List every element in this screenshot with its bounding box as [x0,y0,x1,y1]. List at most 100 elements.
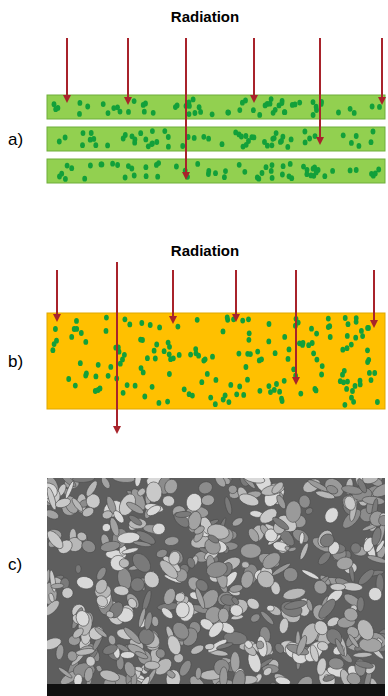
particle [307,136,312,142]
grain [298,542,310,560]
grain [311,578,329,597]
grain [355,659,375,669]
radiation-title: Radiation [171,242,239,259]
particle [187,111,192,117]
particle [174,164,179,170]
particle [248,351,253,357]
particle [366,325,371,331]
grain [197,480,214,496]
particle [195,161,200,167]
particle [336,110,341,116]
radiation-arrow [253,38,255,99]
particle [57,174,62,180]
grain [357,597,365,612]
particle [354,319,359,325]
grain [113,585,129,596]
grain [356,567,376,587]
particle [365,325,370,331]
particle [123,316,128,322]
particle [313,133,318,139]
particle [132,173,137,179]
grain [218,608,229,623]
grain [241,478,265,485]
particle [311,350,316,356]
grain [48,592,55,602]
particle [352,110,357,116]
particle [150,141,155,147]
particle [166,134,171,140]
grain [316,550,332,567]
particle [138,130,143,136]
grain [66,650,78,663]
particle [243,98,248,104]
particle [83,339,88,345]
particle [188,352,193,358]
particle [286,356,291,362]
particle [241,392,246,398]
particle [104,315,109,321]
grain [144,661,160,670]
particle [282,109,287,115]
particle [251,107,256,113]
grain [127,513,143,527]
particle [193,346,198,352]
grain [241,561,249,568]
grain [316,640,329,652]
grain [207,533,220,544]
particle [370,104,375,110]
particle [237,351,242,357]
particle [69,165,74,171]
grain [240,543,261,558]
grain [213,478,228,489]
particle [122,352,127,358]
particle [252,135,257,141]
grain [223,496,233,515]
grain [101,642,119,656]
particle [264,164,269,170]
radiation-title: Radiation [171,8,239,25]
particle [53,106,58,112]
particle [73,383,78,389]
particle [343,402,348,408]
grain [185,492,203,512]
particle [242,169,247,175]
particle [340,372,345,378]
particle [130,133,135,139]
particle [279,138,284,144]
grain [47,508,60,521]
particle [53,326,58,332]
particle [244,364,249,370]
particle [314,331,319,337]
grain [175,601,191,619]
grain [136,487,147,498]
particle [81,130,86,136]
grain [145,503,162,518]
grain [100,478,112,490]
grain [100,540,122,554]
particle [166,144,171,150]
particle [100,162,105,168]
particle [349,342,354,348]
grain [288,546,297,552]
particle [220,141,225,147]
grain [47,528,66,551]
particle [201,358,206,364]
particle [282,378,287,384]
grain [84,479,99,498]
particle [223,168,228,174]
particle [145,355,150,361]
grain [133,540,152,548]
grain [119,558,129,568]
particle [152,348,157,354]
particle [210,354,215,360]
grain [141,569,162,591]
panel-label: a) [8,130,23,150]
particle [199,379,204,385]
particle [314,388,319,394]
particle [80,142,85,148]
particle [240,318,245,324]
grain [266,603,282,617]
particle [143,101,148,107]
particle [110,161,115,167]
